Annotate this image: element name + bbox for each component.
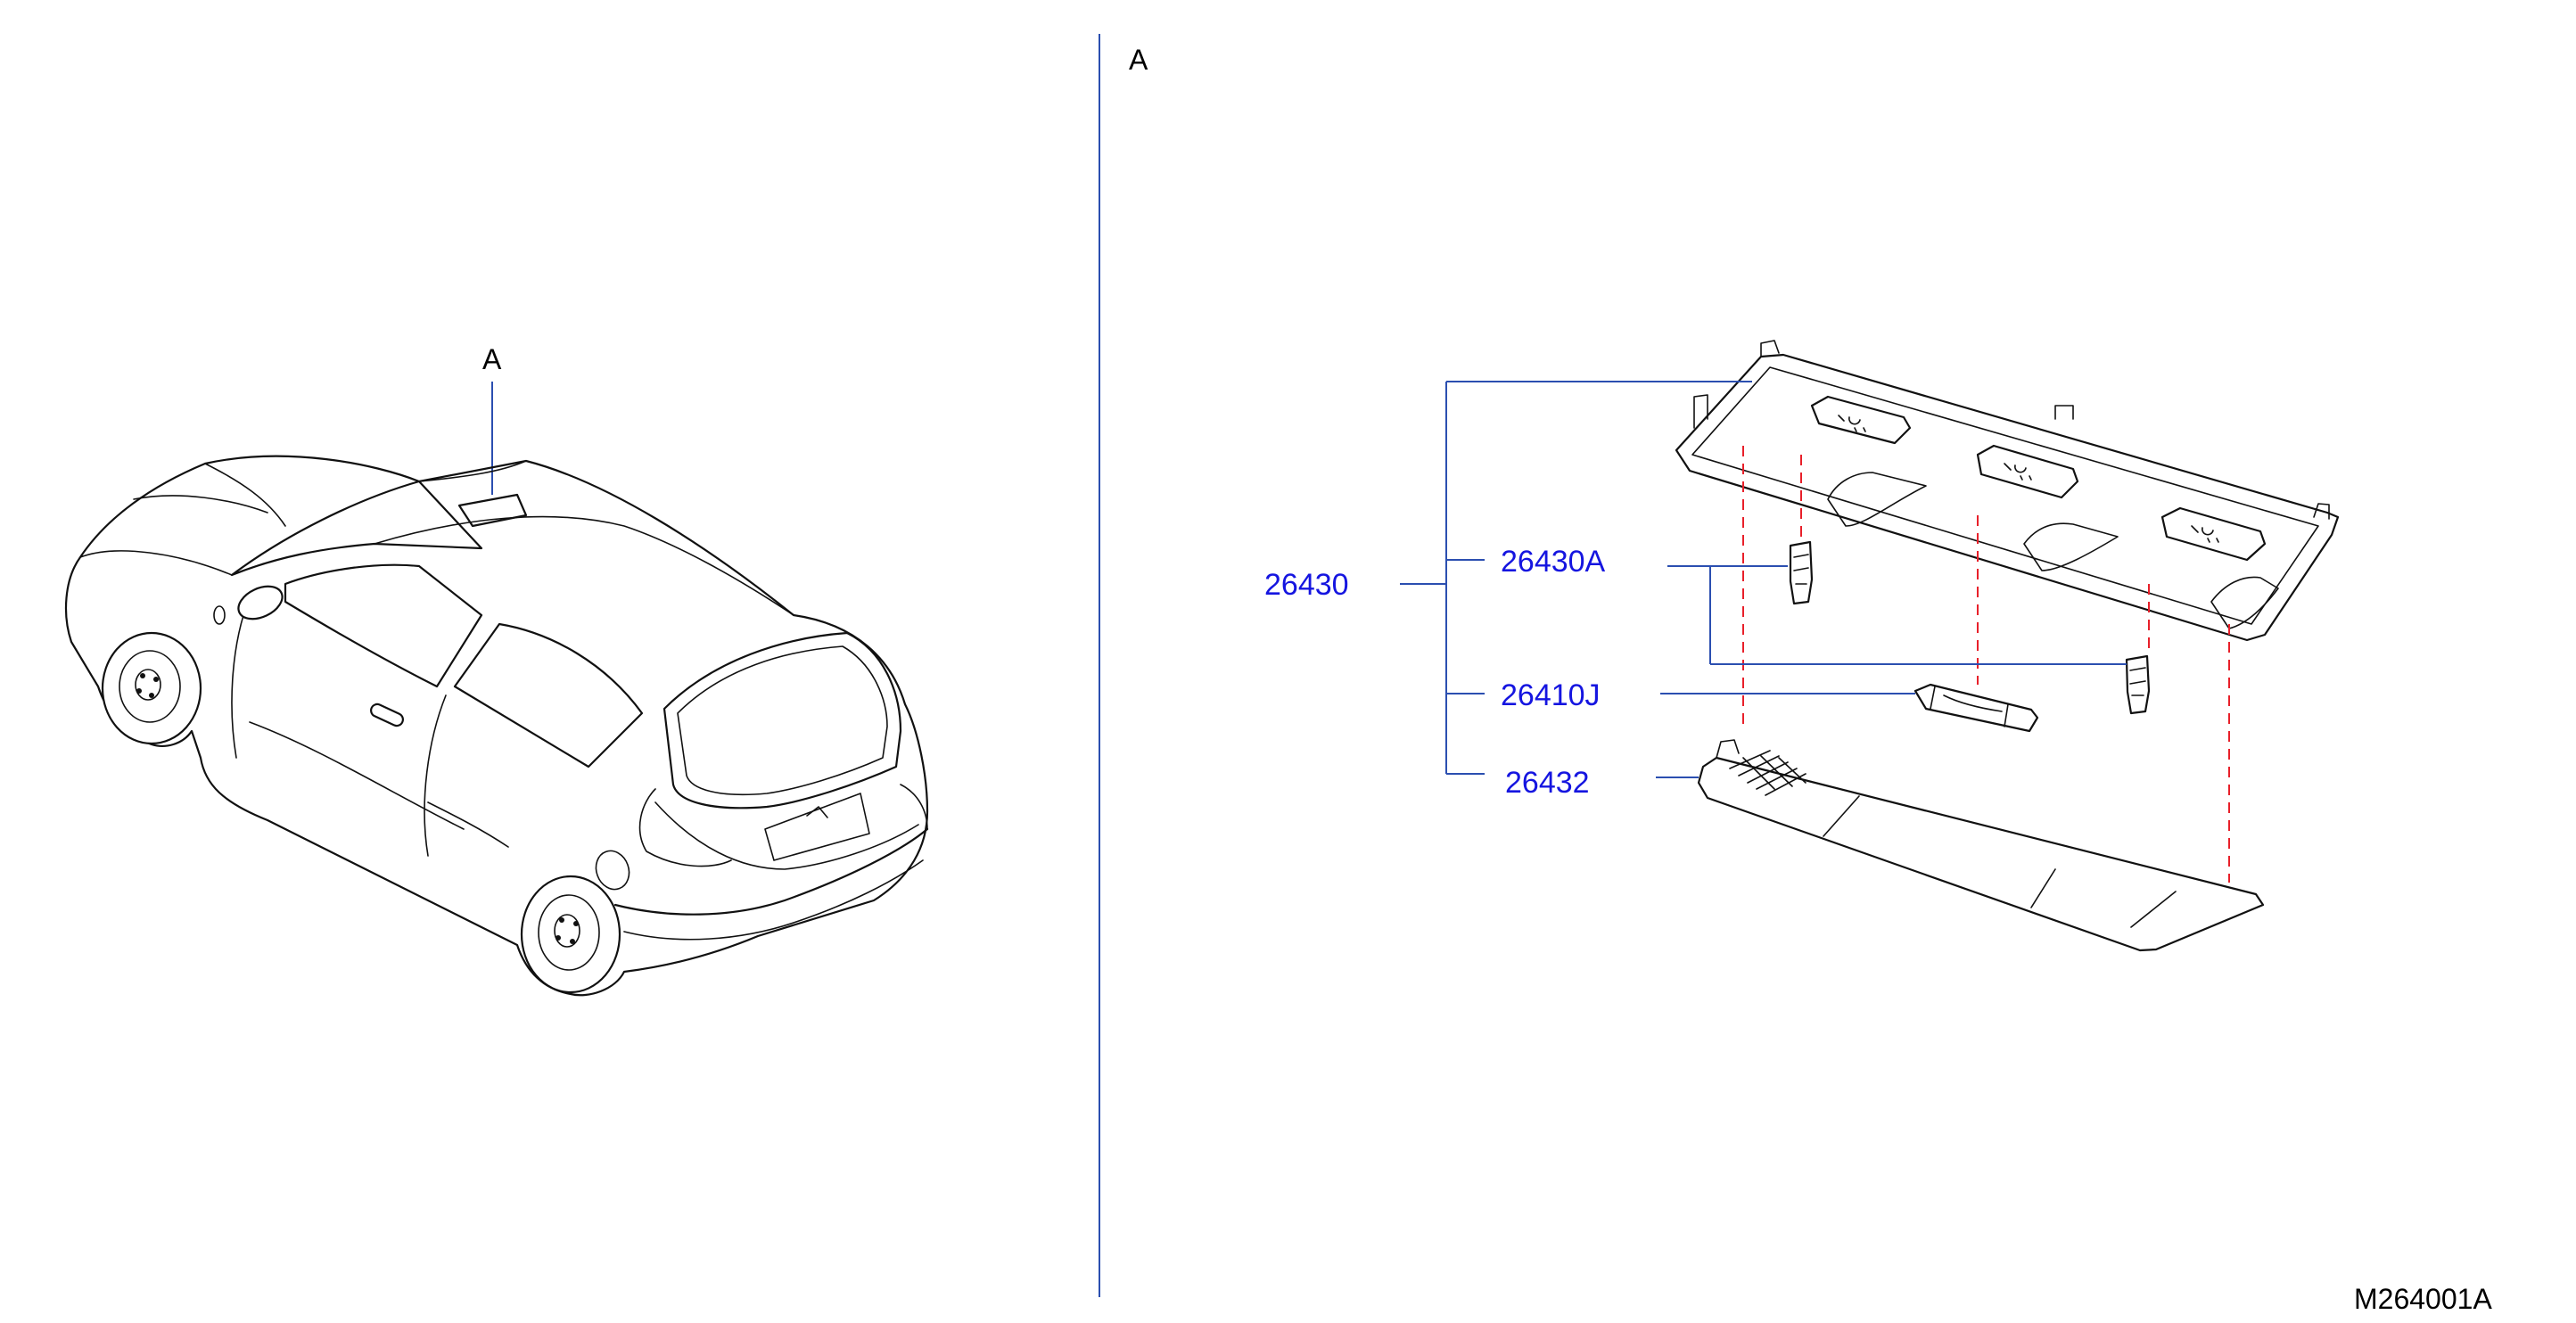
view-label-a-detail: A [1129, 44, 1148, 76]
side-mirror [237, 585, 284, 620]
wedge-bulb-1 [1789, 540, 1814, 605]
hatchback-car-drawing [64, 455, 929, 997]
lamp-housing [1675, 340, 2340, 642]
roof-lamp-location [457, 493, 528, 528]
leader-lines [1400, 381, 2127, 778]
part-number-lens[interactable]: 26432 [1505, 766, 1590, 800]
front-wheel [101, 631, 202, 745]
map-lamp-switch-1 [1810, 395, 1912, 445]
rear-wheel [520, 875, 621, 994]
part-number-assembly[interactable]: 26430 [1264, 568, 1349, 602]
vehicle-overview: A [64, 343, 929, 997]
wedge-bulb-2 [2125, 654, 2151, 715]
part-number-bulb[interactable]: 26410J [1501, 678, 1601, 712]
map-lamp-switch-2 [1976, 444, 2079, 499]
view-label-a-left: A [482, 343, 502, 375]
license-plate [764, 793, 870, 861]
festoon-bulb [1913, 683, 2039, 733]
lamp-lens [1697, 739, 2265, 952]
map-lamp-switch-3 [2160, 506, 2267, 562]
hidden-assembly-lines [1742, 446, 2230, 883]
diagram-id: M264001A [2354, 1283, 2492, 1315]
detail-view-a: A [1129, 44, 2340, 952]
door-handle [370, 703, 404, 727]
part-number-lamp-housing[interactable]: 26430A [1501, 545, 1606, 579]
